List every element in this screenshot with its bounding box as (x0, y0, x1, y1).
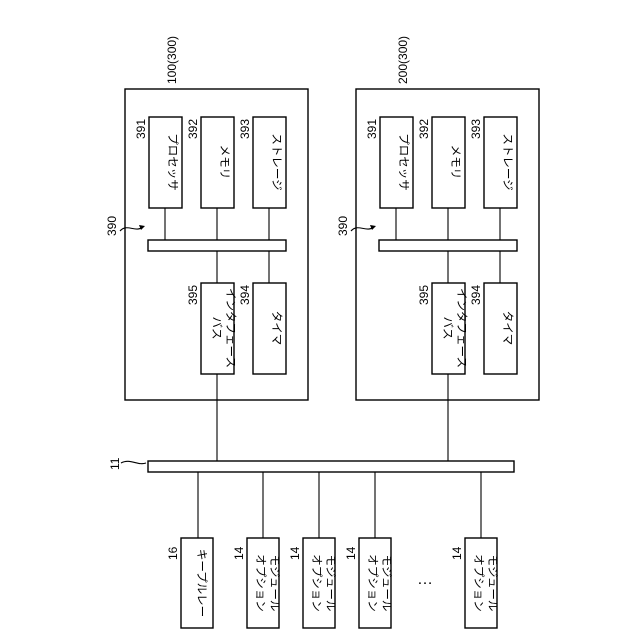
unit-100-timer-ref: 394 (238, 285, 252, 305)
unit-100-bus-ref: 390 (105, 216, 119, 236)
unit-100-processor-ref: 391 (134, 119, 148, 139)
unit-200-bus-interface-line2: インタフェース (455, 288, 468, 368)
system-bus-leader (121, 461, 146, 463)
system-bus-group: 11 (108, 457, 514, 472)
unit-100-timer-label: タイマ (270, 311, 283, 346)
option-module-2-line1: オプション (310, 554, 323, 612)
option-module-4-line1: オプション (472, 554, 485, 612)
unit-100-bus-interface-ref: 395 (186, 285, 200, 305)
unit-100-processor-label: プロセッサ (166, 133, 179, 191)
system-bus (148, 461, 514, 472)
option-module-3-ref: 14 (344, 546, 358, 560)
option-module-2-ref: 14 (288, 546, 302, 560)
keyplug-ref: 16 (166, 546, 180, 560)
keyplug-label: キープルレー (195, 549, 208, 617)
option-module-3-line1: オプション (366, 554, 379, 612)
unit-100-bus-interface-line2: インタフェース (224, 288, 237, 368)
ellipsis: … (417, 571, 433, 588)
option-module-2-line2: モジュール (324, 555, 336, 612)
unit-200-memory-label: メモリ (449, 145, 461, 180)
unit-200-bus-ref: 390 (336, 216, 350, 236)
unit-200-storage-label: ストレージ (501, 133, 513, 190)
unit-200-processor-ref: 391 (365, 119, 379, 139)
unit-200-memory-ref: 392 (417, 119, 431, 139)
system-bus-ref: 11 (108, 457, 122, 470)
unit-200: 200(300) 391 プロセッサ 392 メモリ 393 ストレージ 390… (336, 36, 539, 461)
option-module-4-line2: モジュール (486, 555, 498, 612)
option-module-1-line1: オプション (254, 554, 267, 612)
unit-100-internal-bus (148, 240, 286, 251)
unit-200-internal-bus (379, 240, 517, 251)
unit-200-bus-interface-line1: バス (441, 317, 454, 340)
option-module-3-line2: モジュール (380, 555, 392, 612)
unit-100-storage-label: ストレージ (270, 133, 282, 190)
unit-200-storage-ref: 393 (469, 119, 483, 139)
unit-200-processor-label: プロセッサ (397, 133, 410, 191)
unit-200-ref: 200(300) (396, 36, 410, 84)
unit-100-memory-label: メモリ (218, 145, 230, 180)
unit-200-bus-interface-ref: 395 (417, 285, 431, 305)
option-module-4-ref: 14 (450, 546, 464, 560)
option-module-1-line2: モジュール (268, 555, 280, 612)
unit-100-memory-ref: 392 (186, 119, 200, 139)
bottom-modules: 16 キープルレー 14 オプション モジュール 14 オプション モジュール … (166, 472, 498, 628)
unit-100: 100(300) 391 プロセッサ 392 メモリ 393 ストレージ 390… (105, 36, 308, 461)
unit-100-storage-ref: 393 (238, 119, 252, 139)
unit-100-bus-interface-line1: バス (210, 317, 223, 340)
option-module-1-ref: 14 (232, 546, 246, 560)
unit-200-timer-label: タイマ (501, 311, 514, 346)
unit-200-timer-ref: 394 (469, 285, 483, 305)
unit-100-ref: 100(300) (165, 36, 179, 84)
